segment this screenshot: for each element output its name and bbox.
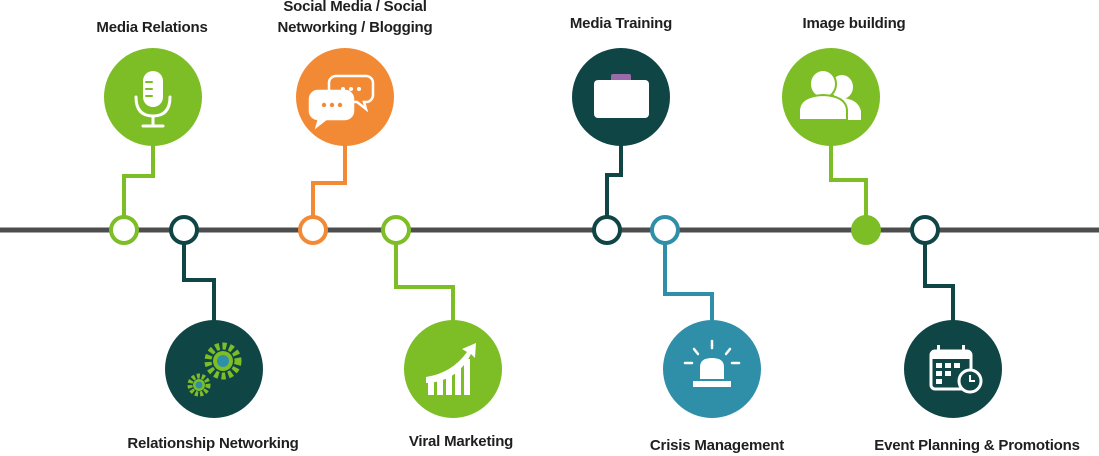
timeline-node xyxy=(851,215,881,245)
item-image-building xyxy=(782,48,881,245)
connector xyxy=(122,143,155,216)
microphone-icon xyxy=(134,71,172,128)
connector xyxy=(663,244,714,322)
connector xyxy=(923,244,955,322)
connector xyxy=(829,143,868,217)
connector xyxy=(311,143,347,216)
timeline-node xyxy=(169,215,199,245)
label-image-building: Image building xyxy=(802,15,906,32)
label-social-media: Social Media / Social Networking / Blogg… xyxy=(277,0,433,36)
chat-bubbles-icon xyxy=(308,74,375,130)
growth-chart-icon xyxy=(426,343,476,395)
connector xyxy=(182,244,216,322)
item-event-planning xyxy=(904,215,1002,418)
briefcase-icon xyxy=(594,74,649,118)
gears-icon xyxy=(187,342,242,397)
item-media-training xyxy=(572,48,670,245)
calendar-clock-icon xyxy=(929,345,983,394)
timeline-node xyxy=(650,215,680,245)
label-relationship-networking: Relationship Networking xyxy=(127,435,299,452)
users-icon xyxy=(798,69,861,121)
connector xyxy=(605,143,623,216)
item-viral-marketing xyxy=(381,215,502,418)
timeline-node xyxy=(298,215,328,245)
label-event-planning: Event Planning & Promotions xyxy=(874,437,1080,454)
timeline-node xyxy=(109,215,139,245)
label-media-relations: Media Relations xyxy=(96,19,208,36)
siren-icon xyxy=(683,339,741,387)
icon-circle xyxy=(904,320,1002,418)
timeline-node xyxy=(381,215,411,245)
timeline-node xyxy=(592,215,622,245)
label-crisis-management: Crisis Management xyxy=(649,437,785,454)
item-media-relations xyxy=(104,48,202,245)
item-relationship-networking xyxy=(165,215,263,418)
item-social-media xyxy=(296,48,394,245)
item-crisis-management xyxy=(650,215,761,418)
connector xyxy=(394,244,455,322)
label-viral-marketing: Viral Marketing xyxy=(408,433,514,450)
timeline-node xyxy=(910,215,940,245)
label-media-training: Media Training xyxy=(569,15,673,32)
